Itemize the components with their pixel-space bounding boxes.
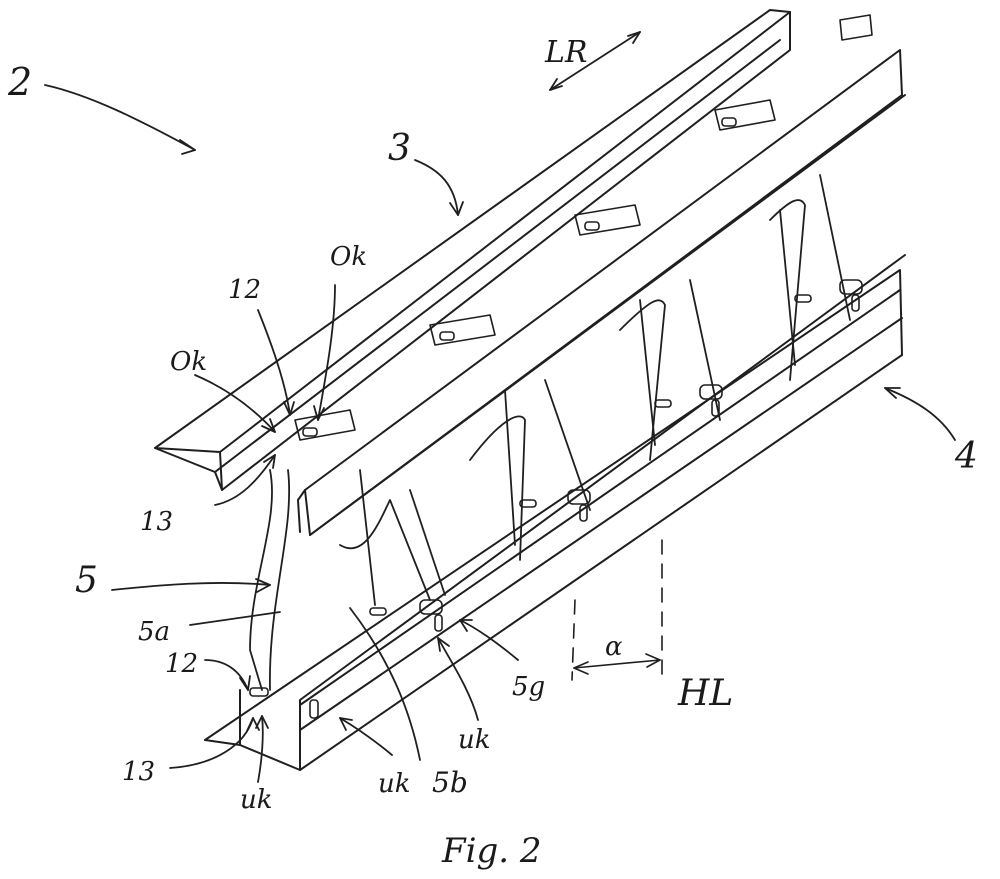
label-uk-2: uk [378, 769, 411, 799]
upper-chord-right [297, 49, 906, 536]
label-ref-3: 3 [388, 128, 411, 169]
label-ref-13-top: 13 [140, 507, 173, 537]
lower-chord [204, 254, 906, 771]
label-ref-12-bottom: 12 [165, 649, 198, 679]
label-ref-2: 2 [7, 60, 32, 104]
label-ref-12-top: 12 [228, 275, 261, 305]
label-ref-5a: 5a [138, 617, 170, 647]
upper-tabs [294, 14, 873, 441]
label-ref-13-bottom: 13 [122, 757, 155, 787]
hl-dimension [571, 539, 663, 681]
figure-caption: Fig. 2 [441, 831, 541, 871]
upper-chord-left [154, 9, 791, 491]
label-uk-3: uk [458, 725, 491, 755]
label-ref-5g: 5g [512, 672, 545, 702]
label-ref-5b: 5b [432, 766, 468, 799]
label-alpha: α [605, 632, 623, 662]
label-ok-1: Ok [330, 242, 367, 272]
web-struts [249, 174, 851, 691]
label-uk-1: uk [240, 785, 273, 815]
label-lr: LR [544, 35, 588, 70]
leader-arrows [44, 31, 956, 783]
label-ref-4: 4 [954, 436, 978, 477]
label-ref-5: 5 [75, 560, 98, 601]
lower-tabs [249, 279, 863, 719]
label-ok-2: Ok [170, 347, 207, 377]
label-hl: HL [677, 673, 733, 714]
